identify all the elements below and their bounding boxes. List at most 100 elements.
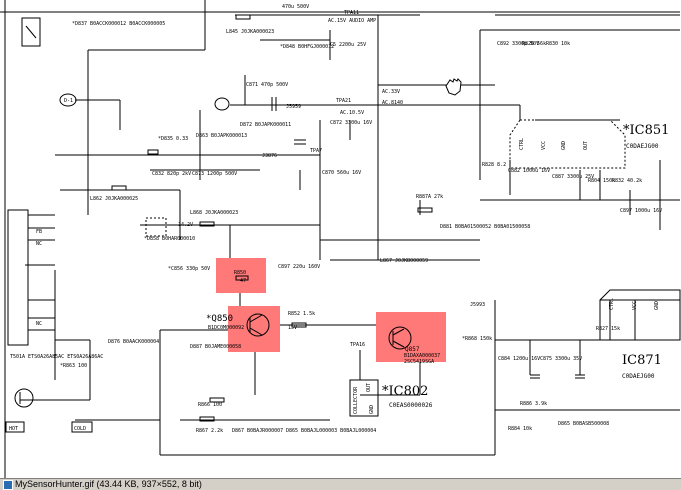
svg-text:C897 1000u 16V: C897 1000u 16V [620, 208, 662, 214]
svg-text:COLD: COLD [74, 426, 86, 432]
connector-d1: D-1 [59, 93, 230, 111]
svg-text:R832 40.2k: R832 40.2k [612, 178, 642, 184]
svg-text:C882 1000u 16V: C882 1000u 16V [508, 168, 550, 174]
svg-text:TPA16: TPA16 [350, 342, 365, 348]
svg-text:D-1: D-1 [64, 98, 73, 104]
svg-text:GND: GND [654, 301, 660, 310]
svg-text:HOT: HOT [9, 426, 18, 432]
svg-text:*C856 330p 50V: *C856 330p 50V [168, 266, 210, 272]
svg-text:C832 820p 2kV: C832 820p 2kV [152, 171, 191, 177]
svg-text:L867 J0JKB000059: L867 J0JKB000059 [380, 258, 428, 264]
svg-text:C897 220u 160V: C897 220u 160V [278, 264, 320, 270]
ic871-part: C0DAEJG00 [622, 373, 655, 380]
svg-text:R887A 27k: R887A 27k [416, 194, 443, 200]
schematic-diagram: CTRL VCC GND OUT *IC851 C0DAEJG00 CTRL V… [0, 0, 681, 478]
ic802-label: *IC802 [382, 384, 428, 399]
svg-text:C873 1200p 500V: C873 1200p 500V [192, 171, 237, 177]
svg-text:CTRL: CTRL [609, 298, 615, 310]
svg-text:OUT: OUT [366, 383, 372, 392]
svg-text:VCC: VCC [632, 301, 638, 310]
svg-text:C871 470p 500V: C871 470p 500V [246, 82, 288, 88]
svg-text:FB: FB [36, 229, 42, 235]
svg-text:R884 10k: R884 10k [508, 426, 532, 432]
svg-text:C870 560u 16V: C870 560u 16V [322, 170, 361, 176]
svg-text:R852 1.5k: R852 1.5k [288, 311, 315, 317]
r850-label: R850 [234, 270, 246, 276]
q850-label: *Q850 [206, 314, 233, 324]
svg-text:R826 56k: R826 56k [522, 41, 546, 47]
svg-text:D887 B0JAME000058: D887 B0JAME000058 [190, 344, 241, 350]
svg-text:AC.8140: AC.8140 [382, 100, 403, 106]
transistor-left [14, 388, 34, 408]
svg-text:R867 2.2k: R867 2.2k [196, 428, 223, 434]
svg-text:*D848 B0HFGJ000012: *D848 B0HFGJ000012 [280, 44, 334, 50]
tags: HOT COLD [5, 421, 93, 433]
r850-value: 47 [240, 278, 246, 284]
svg-text:T501A ETS0A26A85AC ETS0A26A86A: T501A ETS0A26A85AC ETS0A26A86AC [10, 354, 103, 360]
passive-glyphs [111, 14, 585, 422]
ic851-label: *IC851 [623, 123, 669, 138]
svg-text:C884 1200u 16V: C884 1200u 16V [498, 356, 540, 362]
svg-text:R827 15k: R827 15k [596, 326, 620, 332]
svg-text:TPA11: TPA11 [344, 10, 359, 16]
ic851-part: C0DAEJG00 [626, 143, 659, 150]
svg-text:AC.33V: AC.33V [382, 89, 400, 95]
svg-text:R866 100: R866 100 [198, 402, 222, 408]
ic802-package: COLLECTOR OUT GND *IC802 C0EAS0000026 [349, 379, 433, 417]
svg-text:L845 J0JKA000023: L845 J0JKA000023 [226, 29, 274, 35]
svg-text:C887 3300u 25V: C887 3300u 25V [552, 174, 594, 180]
q850-part: B1DC0M000092 [208, 325, 244, 331]
svg-text:D872 B0JAPK000011: D872 B0JAPK000011 [240, 122, 291, 128]
relay-symbol [21, 17, 41, 47]
svg-text:D863 B0JAPK000013: D863 B0JAPK000013 [196, 133, 247, 139]
svg-text:AC.10.5V: AC.10.5V [340, 110, 364, 116]
svg-text:NC: NC [36, 241, 42, 247]
svg-text:*D835 0.33: *D835 0.33 [158, 136, 188, 142]
svg-text:470u 500V: 470u 500V [282, 4, 309, 10]
status-text: MySensorHunter.gif (43.44 KB, 937×552, 8… [15, 479, 202, 489]
svg-text:D865 B0BAJL000003 B0BAJL000004: D865 B0BAJL000003 B0BAJL000004 [286, 428, 376, 434]
svg-text:R804 150k: R804 150k [588, 178, 615, 184]
wiring [0, 0, 680, 478]
ic871-label: IC871 [622, 353, 662, 368]
svg-text:TPA7: TPA7 [310, 148, 322, 154]
svg-text:TPA21: TPA21 [336, 98, 351, 104]
svg-text:*D858 B0HAR000010: *D858 B0HAR000010 [144, 236, 195, 242]
svg-text:D867 B0BAJR000007: D867 B0BAJR000007 [232, 428, 283, 434]
svg-text:C5 2200u 25V: C5 2200u 25V [330, 42, 366, 48]
ic851-package: CTRL VCC GND OUT *IC851 C0DAEJG00 [509, 119, 669, 169]
svg-text:VCC: VCC [541, 141, 547, 150]
svg-text:R830 10k: R830 10k [546, 41, 570, 47]
svg-text:15V: 15V [288, 325, 297, 331]
svg-text:GND: GND [369, 405, 375, 414]
svg-text:J3876: J3876 [262, 153, 277, 159]
transformer-t501: FB NC NC T501A ETS0A26A85AC ETS0A26A86AC [7, 209, 103, 360]
hand-cursor-icon [445, 78, 462, 96]
svg-text:NC: NC [36, 321, 42, 327]
svg-text:J5993: J5993 [470, 302, 485, 308]
rail-labels: AC.15V AUDIO AMP AC.33V AC.8140 AC.10.5V… [328, 10, 403, 348]
status-bar: MySensorHunter.gif (43.44 KB, 937×552, 8… [0, 478, 681, 490]
svg-text:L868 J0JKA000023: L868 J0JKA000023 [190, 210, 238, 216]
q857-alt: 2SC5419SGA [404, 359, 434, 365]
svg-text:*R863 100: *R863 100 [60, 363, 87, 369]
component-labels: *D837 B0ACCK000012 B0ACCK000005 L845 J0J… [60, 4, 662, 434]
svg-text:D865 B0BASB500008: D865 B0BASB500008 [558, 421, 609, 427]
highlight-q850 [228, 306, 280, 352]
transistor-q850: *Q850 B1DC0M000092 [206, 313, 270, 337]
svg-text:*D837 B0ACCK000012 B0ACCK00000: *D837 B0ACCK000012 B0ACCK000005 [72, 21, 165, 27]
svg-text:CTRL: CTRL [519, 138, 525, 150]
svg-text:AC.15V AUDIO AMP: AC.15V AUDIO AMP [328, 18, 376, 24]
ic871-package: CTRL VCC GND IC871 C0DAEJG00 [599, 289, 681, 380]
svg-text:14.2V: 14.2V [178, 222, 193, 228]
svg-text:*R868 150k: *R868 150k [462, 336, 492, 342]
transistor-q857: Q857 B1DAXA000037 2SC5419SGA [388, 326, 440, 365]
svg-text:OUT: OUT [583, 141, 589, 150]
q857-label: Q857 [405, 346, 420, 353]
q857-part: B1DAXA000037 [404, 353, 440, 359]
svg-text:GND: GND [561, 141, 567, 150]
svg-text:J5959: J5959 [286, 104, 301, 110]
svg-text:D876 B0AACK000004: D876 B0AACK000004 [108, 339, 159, 345]
svg-text:C872 3300u 16V: C872 3300u 16V [330, 120, 372, 126]
